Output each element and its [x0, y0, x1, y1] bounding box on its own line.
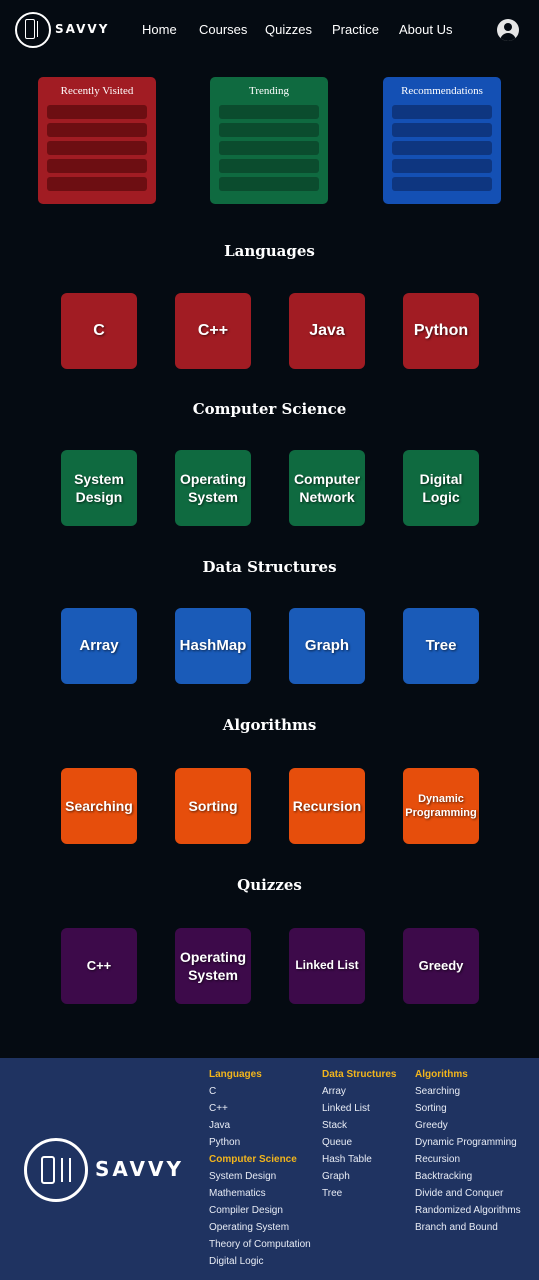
footer-heading-data-structures: Data Structures: [322, 1069, 397, 1080]
trending-card[interactable]: Trending: [210, 77, 328, 204]
recently-visited-card[interactable]: Recently Visited: [38, 77, 156, 204]
tile-graph[interactable]: Graph: [289, 608, 365, 684]
footer-link[interactable]: Searching: [415, 1086, 461, 1097]
card-list: [219, 105, 319, 195]
list-item[interactable]: [47, 177, 147, 191]
footer-link[interactable]: Digital Logic: [209, 1256, 264, 1267]
footer-brand-name[interactable]: SAVVY: [95, 1157, 184, 1181]
footer-link[interactable]: Python: [209, 1137, 241, 1148]
list-item[interactable]: [392, 177, 492, 191]
list-item[interactable]: [219, 177, 319, 191]
tile-digital-logic[interactable]: Digital Logic: [403, 450, 479, 526]
footer-link[interactable]: Operating System: [209, 1222, 290, 1233]
footer-link[interactable]: C++: [209, 1103, 228, 1114]
brand-name[interactable]: SAVVY: [55, 22, 110, 36]
footer-link[interactable]: Recursion: [415, 1154, 461, 1165]
tile-array[interactable]: Array: [61, 608, 137, 684]
footer-link[interactable]: Mathematics: [209, 1188, 266, 1199]
tile-sorting[interactable]: Sorting: [175, 768, 251, 844]
tile-recursion[interactable]: Recursion: [289, 768, 365, 844]
footer-link[interactable]: Array: [322, 1086, 346, 1097]
footer-link[interactable]: Tree: [322, 1188, 343, 1199]
tile-computer-network[interactable]: Computer Network: [289, 450, 365, 526]
footer-heading-languages: Languages: [209, 1069, 262, 1080]
list-item[interactable]: [47, 123, 147, 137]
section-title-computer-science: Computer Science: [192, 400, 347, 418]
footer-col-algorithms: Algorithms Searching Sorting Greedy Dyna…: [415, 1066, 521, 1236]
card-list: [392, 105, 492, 195]
tile-hashmap[interactable]: HashMap: [175, 608, 251, 684]
tile-language-java[interactable]: Java: [289, 293, 365, 369]
list-item[interactable]: [219, 105, 319, 119]
footer-heading-algorithms: Algorithms: [415, 1069, 468, 1080]
tile-system-design[interactable]: System Design: [61, 450, 137, 526]
footer-link[interactable]: Hash Table: [322, 1154, 372, 1165]
list-item[interactable]: [219, 141, 319, 155]
tile-language-python[interactable]: Python: [403, 293, 479, 369]
footer: SAVVY Languages C C++ Java Python Comput…: [0, 1058, 539, 1280]
footer-link[interactable]: Randomized Algorithms: [415, 1205, 521, 1216]
footer-link[interactable]: Sorting: [415, 1103, 447, 1114]
tile-quiz-linked-list[interactable]: Linked List: [289, 928, 365, 1004]
footer-col-languages: Languages C C++ Java Python Computer Sci…: [209, 1066, 311, 1270]
nav-courses[interactable]: Courses: [199, 22, 248, 37]
footer-logo-icon[interactable]: [24, 1138, 88, 1202]
tile-quiz-operating-system[interactable]: Operating System: [175, 928, 251, 1004]
section-title-quizzes: Quizzes: [237, 876, 302, 894]
footer-link[interactable]: Divide and Conquer: [415, 1188, 504, 1199]
section-title-algorithms: Algorithms: [222, 716, 317, 734]
nav-home[interactable]: Home: [142, 22, 177, 37]
tile-language-c[interactable]: C: [61, 293, 137, 369]
footer-link[interactable]: Dynamic Programming: [415, 1137, 517, 1148]
section-title-languages: Languages: [224, 242, 315, 260]
footer-link[interactable]: System Design: [209, 1171, 277, 1182]
card-title: Recently Visited: [60, 85, 134, 97]
tile-searching[interactable]: Searching: [61, 768, 137, 844]
recommendations-card[interactable]: Recommendations: [383, 77, 501, 204]
tile-operating-system[interactable]: Operating System: [175, 450, 251, 526]
footer-link[interactable]: Backtracking: [415, 1171, 473, 1182]
footer-link[interactable]: Branch and Bound: [415, 1222, 498, 1233]
footer-heading-computer-science: Computer Science: [209, 1154, 297, 1165]
list-item[interactable]: [392, 105, 492, 119]
logo-phone-graphic: [23, 18, 43, 42]
list-item[interactable]: [392, 159, 492, 173]
section-title-data-structures: Data Structures: [202, 558, 337, 576]
tile-dynamic-programming[interactable]: Dynamic Programming: [403, 768, 479, 844]
footer-link[interactable]: Graph: [322, 1171, 350, 1182]
nav-quizzes[interactable]: Quizzes: [265, 22, 312, 37]
tile-quiz-greedy[interactable]: Greedy: [403, 928, 479, 1004]
footer-link[interactable]: Queue: [322, 1137, 353, 1148]
list-item[interactable]: [47, 141, 147, 155]
logo-icon[interactable]: [15, 12, 51, 48]
footer-link[interactable]: Linked List: [322, 1103, 370, 1114]
nav-practice[interactable]: Practice: [332, 22, 379, 37]
tile-tree[interactable]: Tree: [403, 608, 479, 684]
list-item[interactable]: [392, 141, 492, 155]
footer-link[interactable]: Compiler Design: [209, 1205, 283, 1216]
footer-link[interactable]: Theory of Computation: [209, 1239, 311, 1250]
top-navbar: SAVVY Home Courses Quizzes Practice Abou…: [0, 0, 539, 60]
tile-language-cpp[interactable]: C++: [175, 293, 251, 369]
card-list: [47, 105, 147, 195]
nav-about-us[interactable]: About Us: [399, 22, 453, 37]
footer-link[interactable]: Stack: [322, 1120, 348, 1131]
list-item[interactable]: [219, 123, 319, 137]
card-title: Recommendations: [401, 85, 483, 97]
footer-link[interactable]: Greedy: [415, 1120, 448, 1131]
list-item[interactable]: [47, 159, 147, 173]
user-account-icon[interactable]: [497, 19, 519, 41]
footer-link[interactable]: Java: [209, 1120, 231, 1131]
list-item[interactable]: [47, 105, 147, 119]
list-item[interactable]: [392, 123, 492, 137]
card-title: Trending: [249, 85, 289, 97]
footer-col-data-structures: Data Structures Array Linked List Stack …: [322, 1066, 396, 1202]
list-item[interactable]: [219, 159, 319, 173]
footer-link[interactable]: C: [209, 1086, 217, 1097]
tile-quiz-cpp[interactable]: C++: [61, 928, 137, 1004]
